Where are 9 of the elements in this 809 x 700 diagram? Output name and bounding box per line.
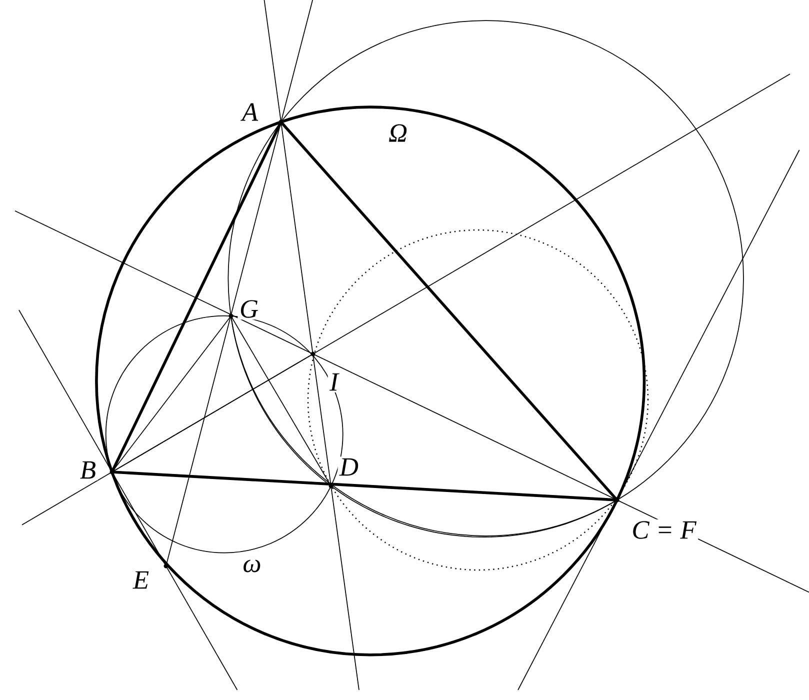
point-label: ω (240, 558, 264, 574)
point-label: I (328, 372, 340, 392)
point-label: B (78, 460, 98, 480)
point-label: A (240, 102, 260, 122)
point-label: C = F (630, 519, 698, 541)
point-label: Ω (386, 122, 410, 144)
point-label: G (238, 298, 260, 320)
point-label: E (131, 570, 151, 590)
point-label: D (338, 456, 360, 478)
